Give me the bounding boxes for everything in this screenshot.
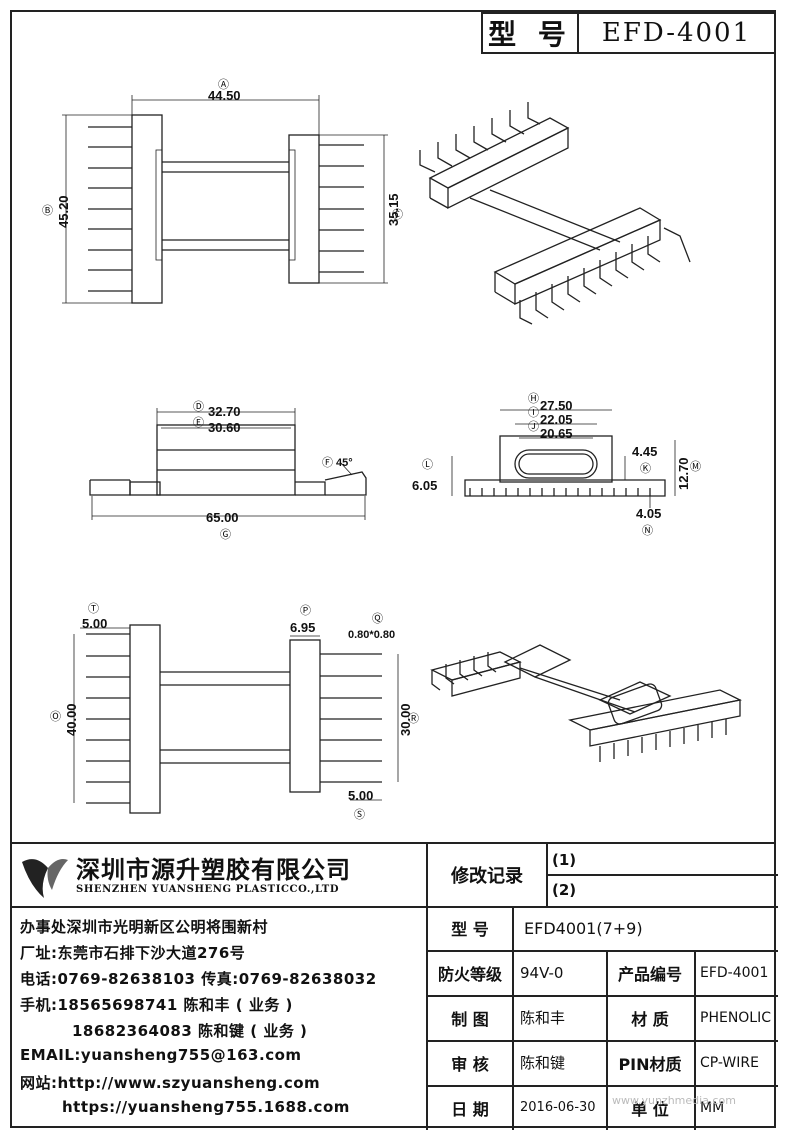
mobile-2: 18682364083 陈和键 ( 业务 ) xyxy=(72,1022,308,1040)
fire-rating-value: 94V-0 xyxy=(520,963,564,982)
dim-t-label: Ⓣ xyxy=(88,602,99,615)
dim-l-value: 6.05 xyxy=(412,478,437,493)
dim-g-label: Ⓖ xyxy=(220,528,231,541)
unit-label: 单 位 xyxy=(631,1099,669,1119)
bottom-view xyxy=(73,624,399,814)
spec-grid: 修改记录 (1) (2) 型 号 EFD4001(7+9) 防火等级 94V-0… xyxy=(426,844,778,1130)
dim-e-value: 30.60 xyxy=(208,420,241,435)
dim-m-label: Ⓜ xyxy=(690,460,701,473)
dim-o-value: 40.00 xyxy=(64,703,79,736)
date-label: 日 期 xyxy=(451,1099,489,1119)
email[interactable]: EMAIL:yuansheng755@163.com xyxy=(20,1046,302,1064)
website-1[interactable]: 网站:http://www.szyuansheng.com xyxy=(20,1074,321,1092)
dim-r-label: Ⓡ xyxy=(408,712,419,725)
factory-address: 厂址:东莞市石排下沙大道276号 xyxy=(20,944,246,962)
drawn-by-value: 陈和丰 xyxy=(520,1009,566,1027)
spec-model-label: 型 号 xyxy=(451,920,489,939)
reviewed-by-value: 陈和键 xyxy=(520,1054,566,1072)
iso-view-top xyxy=(419,102,691,325)
dim-q-label: Ⓠ xyxy=(372,612,383,625)
dim-c-value: 35.15 xyxy=(386,193,401,226)
revision-1: (1) xyxy=(552,851,577,869)
dim-d-value: 32.70 xyxy=(208,404,241,419)
dim-f-value: 45° xyxy=(336,457,353,469)
dim-s-label: Ⓢ xyxy=(354,808,365,821)
title-block: 型 号 EFD-4001 xyxy=(481,12,776,54)
iso-view-bottom xyxy=(430,644,742,762)
dim-j-value: 20.65 xyxy=(540,426,573,441)
dim-n-value: 4.05 xyxy=(636,506,661,521)
reviewed-by-label: 审 核 xyxy=(451,1054,489,1074)
website-2[interactable]: https://yuansheng755.1688.com xyxy=(62,1098,350,1116)
dim-g-value: 65.00 xyxy=(206,510,239,525)
dim-b-label: Ⓑ xyxy=(42,204,53,217)
company-name-en: SHENZHEN YUANSHENG PLASTICCO.,LTD xyxy=(76,884,340,895)
material-value: PHENOLIC xyxy=(700,1009,772,1026)
date-value: 2016-06-30 xyxy=(520,1100,596,1115)
product-no-value: EFD-4001 xyxy=(700,964,769,981)
dim-i-label: Ⓘ xyxy=(528,406,539,419)
dim-r-value: 30.00 xyxy=(398,703,413,736)
technical-drawing: Ⓐ 44.50 Ⓑ 45.20 35.15 Ⓒ xyxy=(42,78,742,821)
side-view xyxy=(89,408,367,520)
dim-a-label: Ⓐ xyxy=(218,78,229,91)
end-view xyxy=(451,409,676,508)
dim-l-label: Ⓛ xyxy=(422,458,433,471)
company-logo-icon xyxy=(22,859,68,898)
dim-a-value: 44.50 xyxy=(208,88,241,103)
top-view xyxy=(62,95,388,304)
company-name-cn: 深圳市源升塑胶有限公司 xyxy=(76,856,351,884)
dim-f-label: Ⓕ xyxy=(322,456,333,469)
dim-p-label: Ⓟ xyxy=(300,604,311,617)
material-label: 材 质 xyxy=(631,1009,669,1029)
model-label: 型 号 xyxy=(483,14,579,52)
dim-h-label: Ⓗ xyxy=(528,392,539,405)
dim-k-label: Ⓚ xyxy=(640,462,651,475)
revision-label: 修改记录 xyxy=(451,866,523,887)
unit-value: MM xyxy=(700,1099,725,1116)
drawing-frame xyxy=(10,10,776,1128)
office-address: 办事处深圳市光明新区公明将围新村 xyxy=(20,918,269,936)
pin-material-value: CP-WIRE xyxy=(700,1054,759,1071)
dim-k-value: 4.45 xyxy=(632,444,657,459)
drawn-by-label: 制 图 xyxy=(451,1009,489,1029)
product-no-label: 产品编号 xyxy=(617,964,682,984)
fire-rating-label: 防火等级 xyxy=(437,964,502,984)
dim-h-value: 27.50 xyxy=(540,398,573,413)
mobile-1: 手机:18565698741 陈和丰 ( 业务 ) xyxy=(20,996,293,1014)
dim-e-label: Ⓔ xyxy=(193,416,204,429)
dim-i-value: 22.05 xyxy=(540,412,573,427)
dim-b-value: 45.20 xyxy=(56,195,71,228)
pin-material-label: PIN材质 xyxy=(618,1054,682,1074)
dim-m-value: 12.70 xyxy=(676,457,691,490)
model-value: EFD-4001 xyxy=(601,18,752,48)
revision-2: (2) xyxy=(552,881,577,899)
title-block-table: 深圳市源升塑胶有限公司 SHENZHEN YUANSHENG PLASTICCO… xyxy=(10,842,778,1130)
dim-c-label: Ⓒ xyxy=(392,208,403,221)
dim-p-value: 6.95 xyxy=(290,620,315,635)
dim-q-value: 0.80*0.80 xyxy=(348,629,395,641)
dim-d-label: Ⓓ xyxy=(193,400,204,413)
dim-o-label: Ⓞ xyxy=(50,710,61,723)
dim-t-value: 5.00 xyxy=(82,616,107,631)
dim-s-value: 5.00 xyxy=(348,788,373,803)
dim-n-label: Ⓝ xyxy=(642,524,653,537)
spec-model-value: EFD4001(7+9) xyxy=(524,918,643,938)
phone-fax: 电话:0769-82638103 传真:0769-82638032 xyxy=(20,970,377,988)
company-header: 深圳市源升塑胶有限公司 SHENZHEN YUANSHENG PLASTICCO… xyxy=(10,844,426,908)
dim-j-label: Ⓙ xyxy=(528,420,539,433)
watermark: www.yunzhmedia.com xyxy=(612,1094,736,1107)
